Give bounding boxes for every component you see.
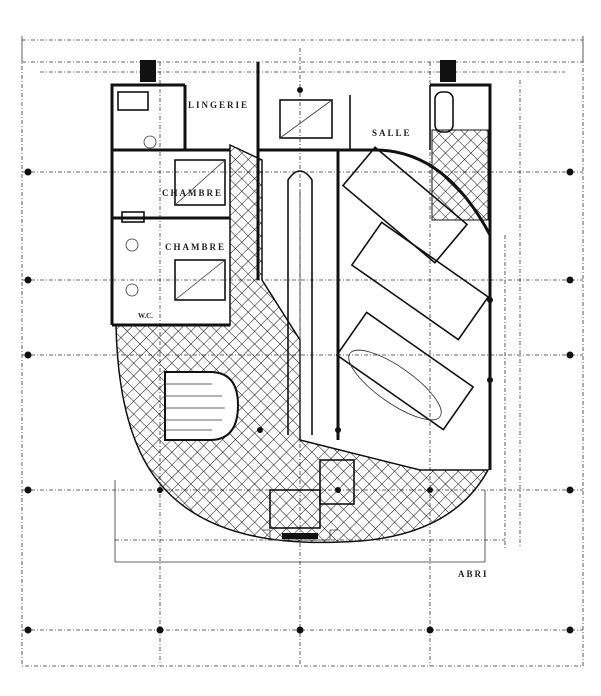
ramp — [287, 170, 313, 435]
hatched-entrance-hall — [115, 143, 490, 544]
room-label-lingerie: LINGERIE — [188, 100, 249, 110]
bathtub — [434, 91, 454, 133]
pillars — [24, 87, 574, 634]
room-label-chambre-1: CHAMBRE — [162, 188, 223, 198]
garage-cars — [335, 146, 490, 431]
entrance-door — [282, 533, 318, 539]
chimney-right — [440, 60, 456, 82]
grid-axes — [22, 48, 583, 666]
stair-treads — [165, 383, 225, 431]
furniture — [117, 91, 355, 541]
staircase — [164, 371, 240, 441]
room-label-chambre-2: CHAMBRE — [165, 242, 226, 252]
room-label-wc: W.C. — [138, 312, 153, 320]
chimney-left — [140, 60, 156, 82]
room-label-salle: SALLE — [372, 128, 412, 138]
room-label-abri: ABRI — [458, 569, 489, 579]
bathroom-tiles — [431, 129, 489, 221]
site-border — [21, 61, 584, 667]
